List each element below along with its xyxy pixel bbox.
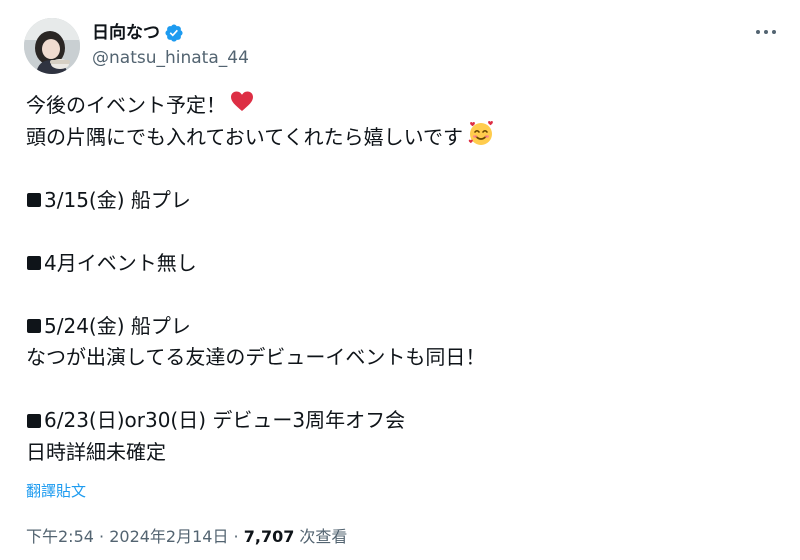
post-time[interactable]: 下午2:54 (26, 527, 94, 546)
tweet-line: なつが出演してる友達のデビューイベントも同日！ (26, 342, 746, 374)
avatar-image (24, 18, 80, 74)
tweet-line-text: 6/23(日)or30(日) デビュー3周年オフ会 (44, 408, 406, 432)
post-date[interactable]: 2024年2月14日 (109, 527, 229, 546)
tweet-line-text: 4月イベント無し (44, 250, 197, 275)
blank-line (26, 153, 746, 185)
blank-line (26, 279, 746, 311)
verified-badge-icon (164, 23, 184, 43)
tweet-line-text: 頭の片隅にでも入れておいてくれたら嬉しいです (26, 124, 463, 149)
avatar[interactable] (24, 18, 80, 74)
tweet-line: 5/24(金) 船プレ (26, 311, 746, 343)
tweet-line: 日時詳細未確定 (26, 437, 746, 469)
red-heart-emoji (230, 90, 254, 122)
tweet-line-text: 3/15(金) 船プレ (44, 187, 191, 212)
more-options-icon[interactable] (752, 20, 780, 44)
translate-post-link[interactable]: 翻譯貼文 (26, 482, 87, 500)
tweet-line-text: 日時詳細未確定 (26, 439, 166, 464)
tweet-line: 6/23(日)or30(日) デビュー3周年オフ会 (26, 405, 746, 437)
black-square-bullet (27, 319, 41, 334)
tweet-line: 頭の片隅にでも入れておいてくれたら嬉しいです (26, 119, 746, 157)
views-count: 7,707 (243, 527, 295, 546)
author-handle[interactable]: @natsu_hinata_44 (92, 48, 249, 68)
display-name[interactable]: 日向なつ (92, 23, 160, 43)
views-label: 次查看 (294, 527, 348, 546)
smiling-face-with-hearts-emoji (467, 119, 495, 157)
meta-separator: · (228, 527, 244, 546)
black-square-bullet (27, 413, 41, 428)
meta-separator: · (93, 527, 110, 546)
tweet-text: 今後のイベント予定！ 頭の片隅にでも入れておいてくれたら嬉しいです (26, 90, 746, 468)
blank-line (26, 216, 746, 248)
tweet-line: 4月イベント無し (26, 248, 746, 280)
blank-line (26, 374, 746, 406)
tweet-meta: 下午2:54 · 2024年2月14日 · 7,707 次查看 (26, 526, 347, 548)
tweet-line: 3/15(金) 船プレ (26, 185, 746, 217)
tweet-line-text: 5/24(金) 船プレ (44, 313, 191, 338)
tweet-line-text: なつが出演してる友達のデビューイベントも同日！ (26, 345, 486, 369)
author-name-row: 日向なつ (92, 21, 184, 45)
tweet-line-text: 今後のイベント予定！ (26, 93, 226, 117)
tweet-line: 今後のイベント予定！ (26, 90, 746, 122)
black-square-bullet (27, 256, 41, 271)
black-square-bullet (27, 193, 41, 208)
